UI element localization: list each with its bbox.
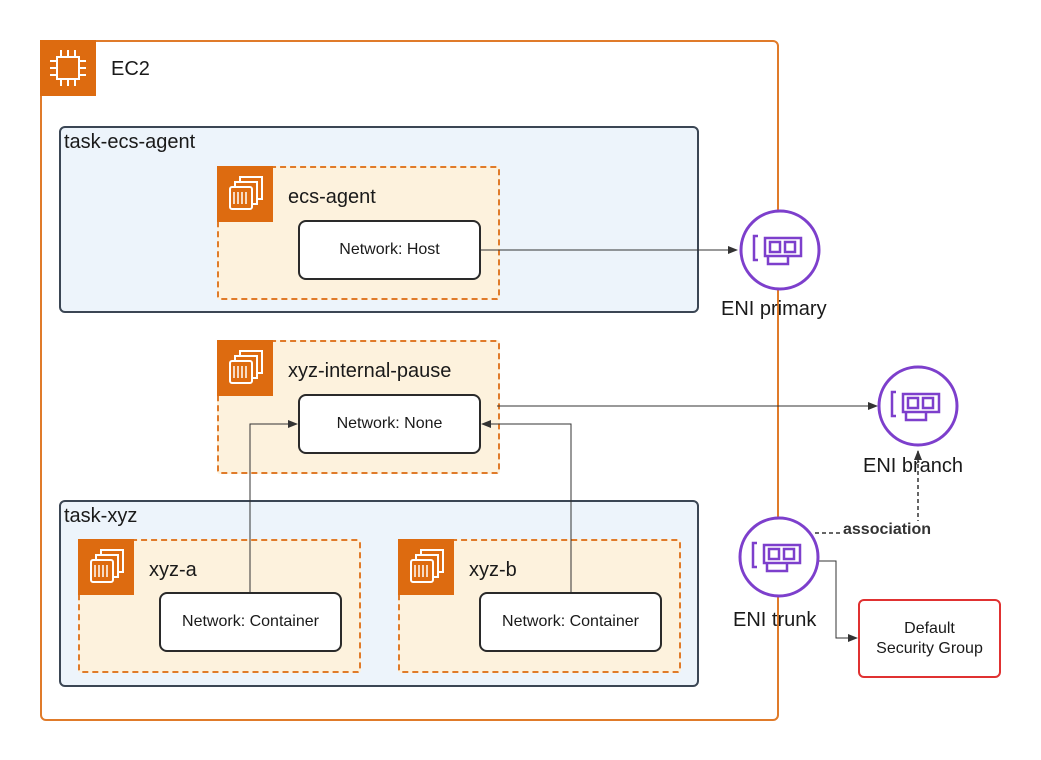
eni-primary-icon	[739, 209, 821, 291]
trunk-to-sg-arrow	[818, 560, 858, 642]
eni-primary-label: ENI primary	[721, 298, 827, 320]
container-icon	[398, 539, 454, 595]
container-icon	[78, 539, 134, 595]
ec2-instance-frame	[40, 40, 779, 721]
association-dashed-arrow	[815, 450, 922, 534]
xyz-a-name: xyz-a	[149, 559, 197, 581]
eni-branch-icon	[877, 365, 959, 447]
ec2-chip-icon	[40, 40, 96, 96]
association-label: association	[841, 521, 934, 539]
xyz-internal-pause-name: xyz-internal-pause	[288, 360, 452, 382]
task-xyz-label: task-xyz	[64, 505, 138, 527]
ecs-agent-name: ecs-agent	[288, 186, 376, 208]
network-none-box: Network: None	[298, 394, 481, 454]
container-icon	[217, 340, 273, 396]
network-host-box: Network: Host	[298, 220, 481, 280]
xyz-b-name: xyz-b	[469, 559, 517, 581]
default-security-group-box: Default Security Group	[858, 599, 1001, 678]
security-group-line2: Security Group	[876, 639, 983, 657]
eni-trunk-label: ENI trunk	[733, 609, 817, 631]
network-container-box-b: Network: Container	[479, 592, 662, 652]
container-icon	[217, 166, 273, 222]
xyz-b-to-pause-arrow	[481, 420, 572, 592]
eni-trunk-icon	[738, 516, 820, 598]
security-group-line1: Default	[904, 619, 955, 637]
eni-branch-label: ENI branch	[863, 455, 964, 477]
ec2-label: EC2	[111, 58, 150, 80]
network-container-box-a: Network: Container	[159, 592, 342, 652]
xyz-a-to-pause-arrow	[249, 420, 298, 592]
task-ecs-agent-label: task-ecs-agent	[64, 131, 196, 153]
